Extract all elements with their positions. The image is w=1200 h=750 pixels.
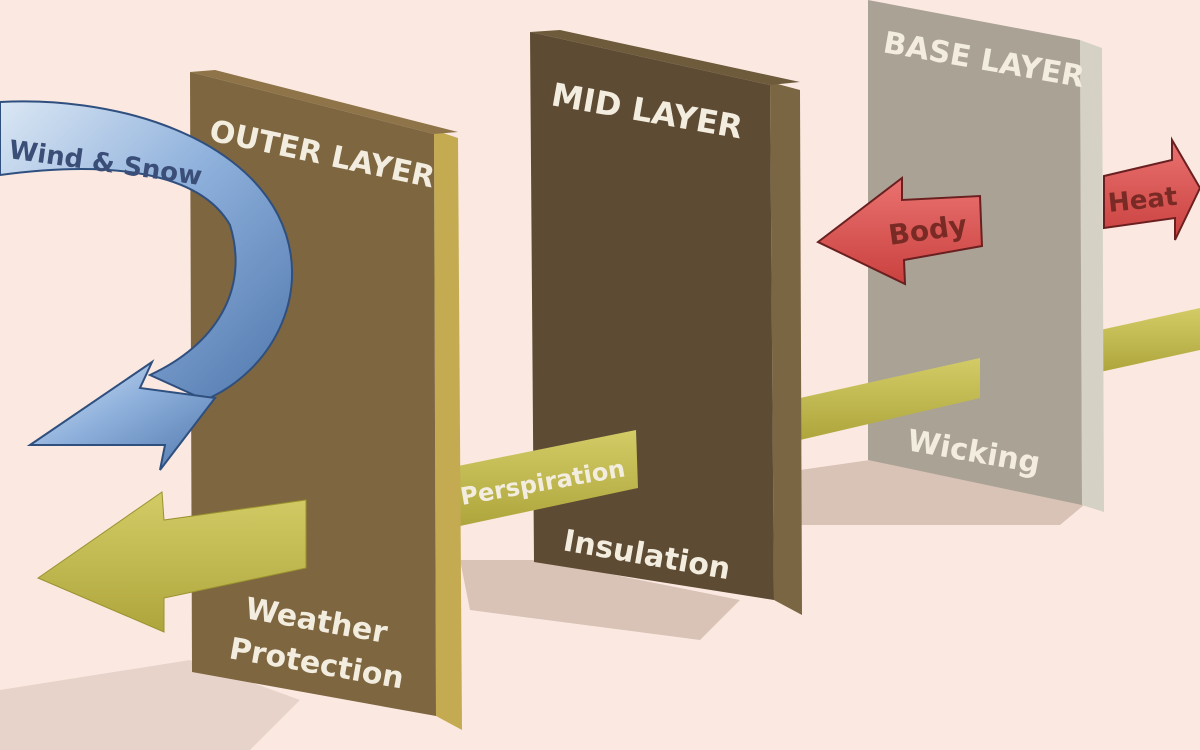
perspiration-band-right [1100, 308, 1200, 372]
heat-arrow: Heat [1103, 136, 1200, 241]
mid-layer-top [530, 30, 800, 85]
mid-layer-side [770, 82, 802, 615]
base-layer-side [1080, 40, 1104, 512]
mid-layer-shadow [460, 560, 740, 640]
perspiration-band-front [458, 430, 638, 526]
perspiration-band-mid [800, 358, 980, 440]
outer-layer-shadow [0, 660, 300, 750]
base-layer-shadow [800, 460, 1090, 525]
wind-snow-arrow-head [26, 359, 217, 471]
body-arrow: Body [816, 175, 984, 286]
mid-layer-panel: MID LAYER Insulation [530, 30, 802, 615]
outer-layer-top [190, 70, 458, 134]
heat-label: Heat [1107, 182, 1179, 219]
perspiration-exit-arrow [36, 491, 307, 633]
outer-layer-side [434, 130, 462, 730]
